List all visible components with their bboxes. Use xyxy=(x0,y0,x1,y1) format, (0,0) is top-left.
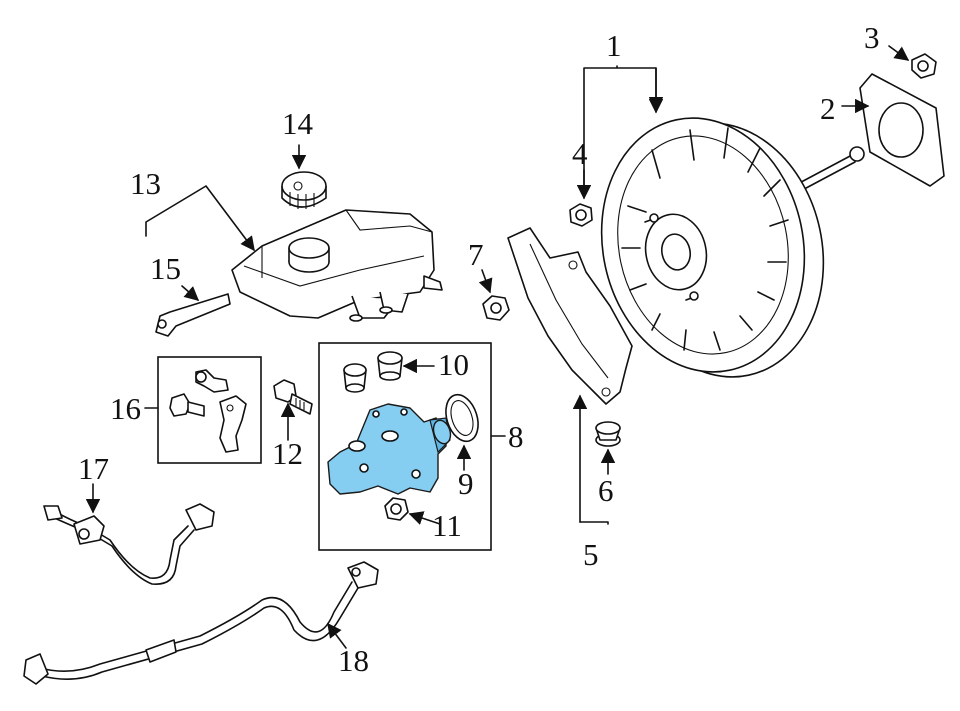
gasket-part-2[interactable] xyxy=(859,73,945,187)
nut-part-7[interactable] xyxy=(482,295,510,321)
grommet-part-10-a[interactable] xyxy=(343,363,367,393)
nut-part-4[interactable] xyxy=(569,203,593,227)
callout-2: 2 xyxy=(820,91,836,126)
reservoir-part-13[interactable] xyxy=(231,209,443,322)
callout-14: 14 xyxy=(282,106,314,141)
callout-7: 7 xyxy=(468,237,484,272)
heat-shield-part-5[interactable] xyxy=(507,227,633,405)
nut-part-3[interactable] xyxy=(911,53,937,79)
callout-13: 13 xyxy=(130,166,161,201)
parts-box-16 xyxy=(157,356,262,464)
callout-4: 4 xyxy=(572,136,588,171)
bolt-part-12[interactable] xyxy=(273,379,313,415)
callout-3: 3 xyxy=(864,20,880,55)
callout-15: 15 xyxy=(150,251,181,286)
callout-10: 10 xyxy=(438,347,469,382)
callout-16: 16 xyxy=(110,391,141,426)
callout-9: 9 xyxy=(458,466,474,501)
callout-18: 18 xyxy=(338,643,369,678)
callout-1: 1 xyxy=(606,28,622,63)
callout-17: 17 xyxy=(78,451,109,486)
brake-line-part-18[interactable] xyxy=(23,561,379,685)
master-cylinder-highlighted[interactable] xyxy=(327,403,453,495)
cap-part-14[interactable] xyxy=(281,171,327,209)
nut-part-11[interactable] xyxy=(384,497,409,521)
seal-part-9[interactable] xyxy=(440,391,483,446)
leader-lines xyxy=(85,45,910,649)
sensor-part-15[interactable] xyxy=(155,293,231,337)
grommet-part-10-b[interactable] xyxy=(377,351,403,381)
callout-6: 6 xyxy=(598,473,614,508)
brake-line-part-17[interactable] xyxy=(43,503,215,585)
grommet-part-6[interactable] xyxy=(595,421,621,447)
master-cylinder-box-8 xyxy=(318,342,492,551)
brake-booster[interactable] xyxy=(579,99,865,396)
callout-12: 12 xyxy=(272,436,303,471)
callout-5: 5 xyxy=(583,537,599,572)
callout-11: 11 xyxy=(432,508,462,543)
callout-8: 8 xyxy=(508,419,524,454)
